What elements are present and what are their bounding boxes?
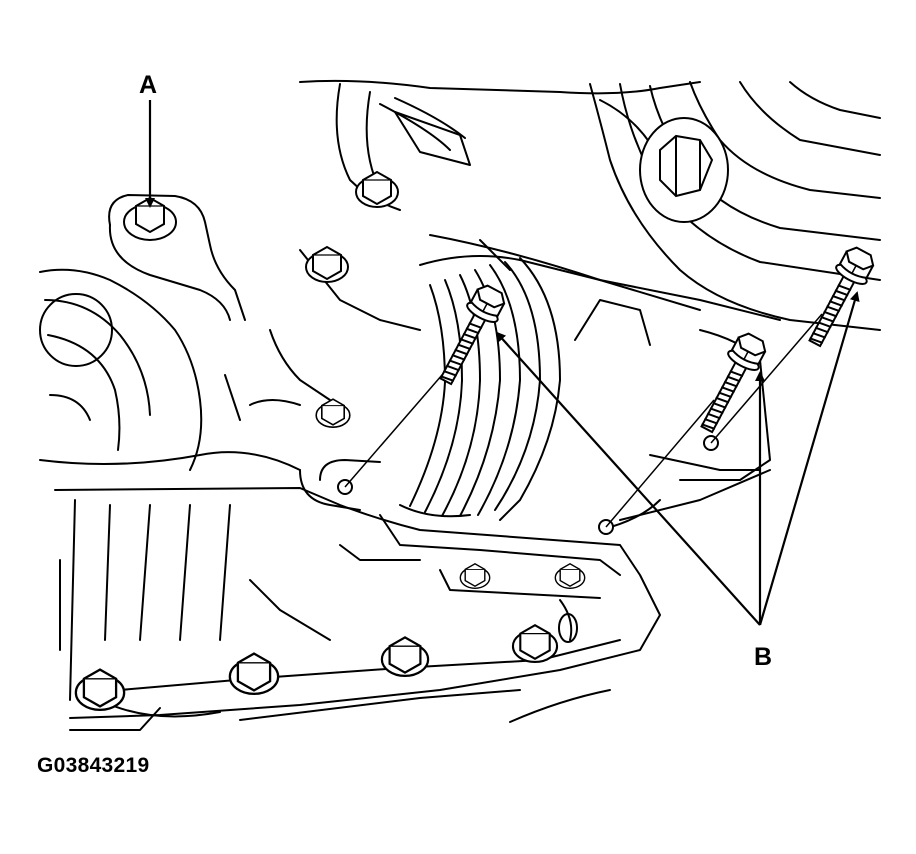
bolt-b-3 bbox=[798, 242, 880, 353]
alignment-lines bbox=[344, 313, 823, 528]
bolt-b-2 bbox=[690, 328, 772, 439]
callout-label-a: A bbox=[139, 71, 158, 99]
transmission-case-outline bbox=[39, 79, 881, 731]
drain-plug bbox=[639, 117, 729, 223]
leader-arrows bbox=[145, 100, 860, 626]
arrow-b-3 bbox=[758, 291, 860, 626]
callout-label-b: B bbox=[754, 643, 773, 671]
figure-code: G03843219 bbox=[37, 754, 150, 777]
arrow-b-1 bbox=[495, 331, 761, 626]
